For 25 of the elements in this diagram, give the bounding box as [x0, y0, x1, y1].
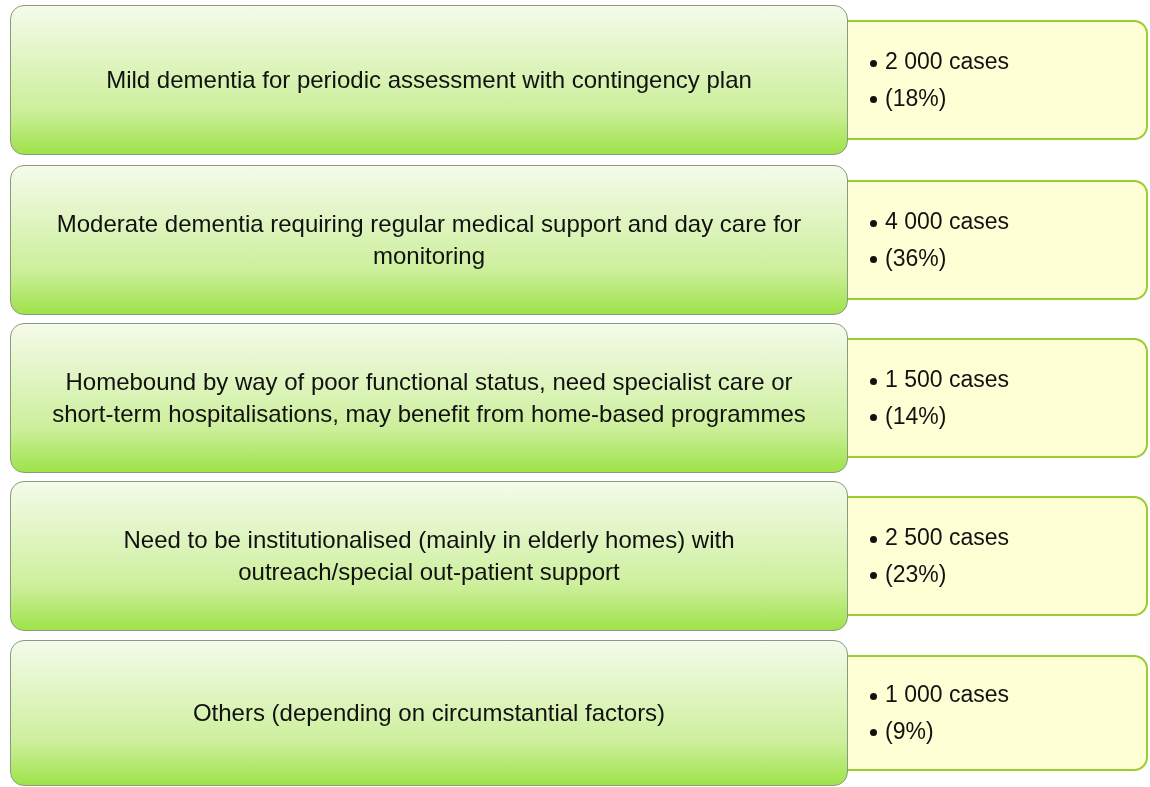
category-box [10, 5, 848, 155]
count-text: (36%) [885, 245, 947, 271]
category-text: Others (depending on circumstantial factors) [192, 697, 666, 728]
count-text: 4 000 cases [885, 208, 1010, 235]
category-text: Moderate dementia requiring regular medical support and day care for monitoring [55, 208, 803, 271]
count-text: 1 000 cases [885, 681, 1010, 708]
count-text: (18%) [885, 85, 947, 111]
count-text: (9%) [885, 718, 934, 744]
count-box [848, 496, 1148, 616]
count-box [848, 20, 1148, 140]
count-box [848, 180, 1148, 300]
count-box [848, 338, 1148, 458]
category-box [10, 323, 848, 473]
count-box [848, 655, 1148, 771]
category-box [10, 640, 848, 786]
category-box [10, 165, 848, 315]
count-text: (14%) [885, 403, 947, 429]
category-text: Mild dementia for periodic assessment with contingency plan [106, 64, 752, 95]
category-text: Homebound by way of poor functional status, need specialist care or short-term hospitalisations, may benefit from home-based programmes [51, 366, 807, 429]
category-box [10, 481, 848, 631]
category-text: Need to be institutionalised (mainly in elderly homes) with outreach/special out-patient support [122, 524, 736, 587]
count-text: 2 500 cases [885, 524, 1010, 551]
count-text: (23%) [885, 561, 947, 587]
count-text: 1 500 cases [885, 366, 1010, 393]
count-text: 2 000 cases [885, 48, 1010, 75]
